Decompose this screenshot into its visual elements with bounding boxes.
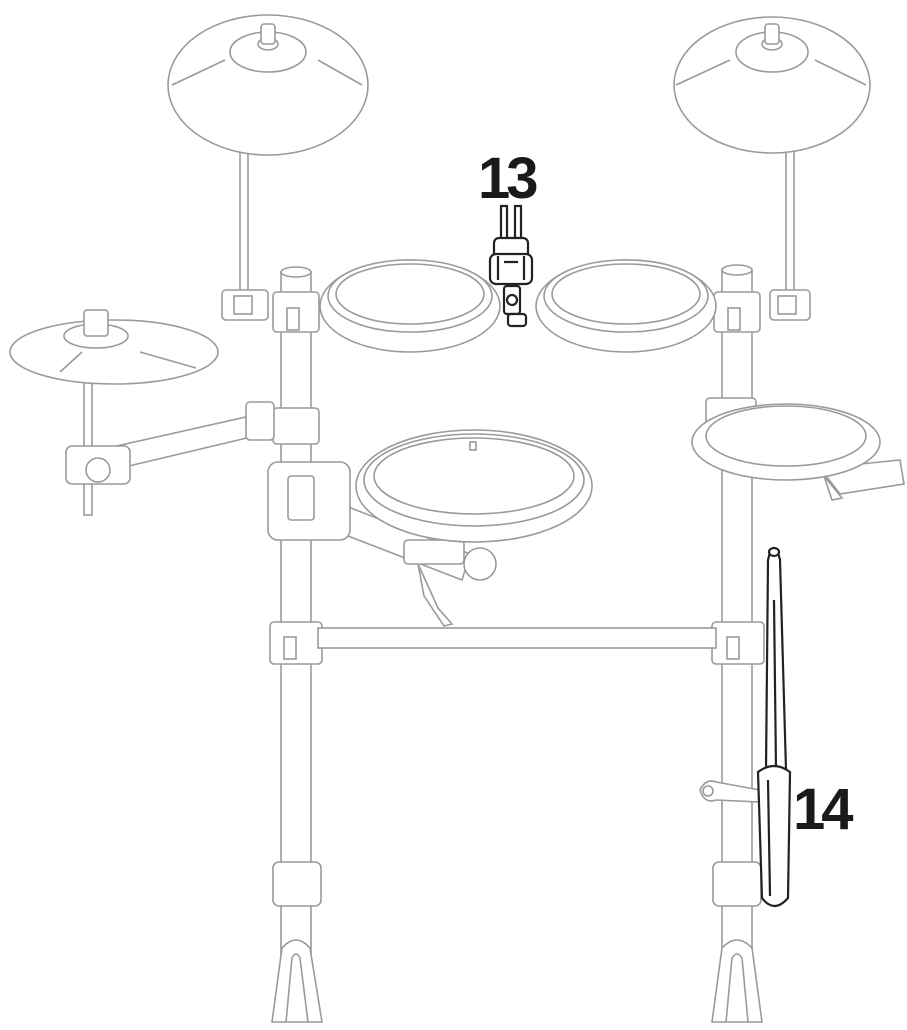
callout-14-label: 14 xyxy=(793,777,853,842)
left-rack-tom xyxy=(319,259,501,353)
right-tom-pad xyxy=(691,397,905,501)
right-upright-post xyxy=(711,264,765,1023)
right-rack-tom xyxy=(535,259,717,353)
callout-13-label: 13 xyxy=(478,146,538,211)
part-13-tom-mount xyxy=(488,204,534,328)
part-14-stick-holder xyxy=(699,546,792,908)
right-ride-cymbal xyxy=(673,16,871,321)
snare-pad xyxy=(267,429,593,627)
left-crash-cymbal xyxy=(167,14,369,321)
lower-crossbar xyxy=(317,627,717,649)
hihat-cymbal xyxy=(9,309,275,516)
left-upright-post xyxy=(269,266,323,1023)
